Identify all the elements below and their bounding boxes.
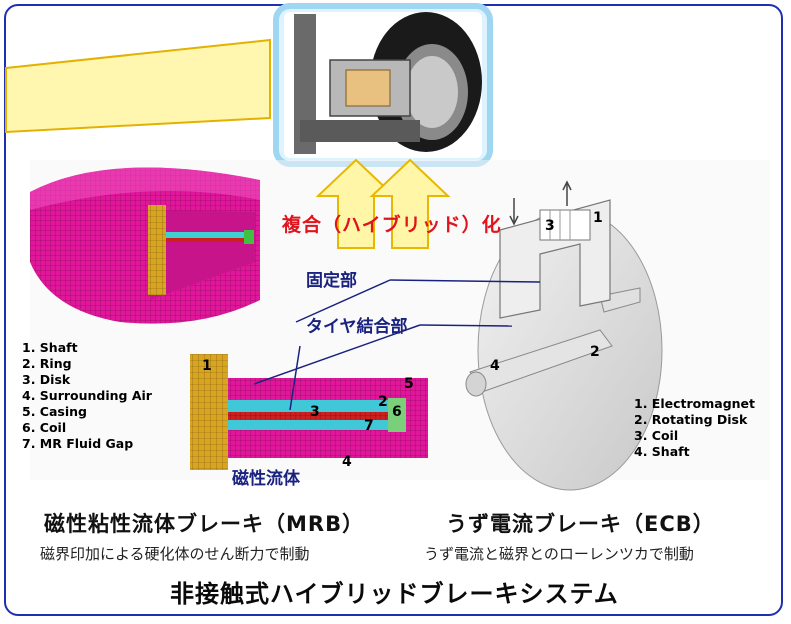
ecb-subtitle: うず電流と磁界とのローレンツカで制動 [424, 545, 694, 563]
ecb-legend-item: 2. Rotating Disk [634, 412, 748, 427]
mrb-number-4: 4 [342, 454, 352, 470]
ecb-model [465, 180, 663, 491]
mrb-number-2: 2 [378, 394, 388, 410]
ecb-title: うず電流ブレーキ（ECB） [446, 512, 715, 536]
ecb-legend-item: 1. Electromagnet [634, 396, 755, 411]
ecb-number-2: 2 [590, 344, 600, 360]
mrb-subtitle: 磁界印加による硬化体のせん断力で制動 [40, 545, 310, 563]
mrb-3d-model [30, 167, 260, 324]
mrb-legend-item: 3. Disk [22, 372, 71, 387]
mrb-number-7: 7 [364, 418, 374, 434]
hybrid-label: 複合（ハイブリッド）化 [282, 214, 502, 236]
mrb-number-3: 3 [310, 404, 320, 420]
mrb-cross-section [190, 354, 428, 470]
mrb-legend-item: 6. Coil [22, 420, 67, 435]
mrb-number-1: 1 [202, 358, 212, 374]
ecb-legend: 1. Electromagnet 2. Rotating Disk 3. Coi… [634, 396, 755, 460]
fluid-label: 磁性流体 [232, 469, 300, 489]
callout-fixed-part: 固定部 [306, 271, 357, 291]
mrb-legend-item: 2. Ring [22, 356, 72, 371]
mrb-legend-item: 4. Surrounding Air [22, 388, 152, 403]
mrb-number-5: 5 [404, 376, 414, 392]
mrb-title: 磁性粘性流体ブレーキ（MRB） [44, 512, 365, 536]
ecb-legend-item: 3. Coil [634, 428, 679, 443]
mrb-legend-item: 7. MR Fluid Gap [22, 436, 134, 451]
zoom-beam [5, 38, 271, 134]
mrb-legend-item: 1. Shaft [22, 340, 78, 355]
mrb-number-6: 6 [392, 404, 402, 420]
ecb-number-4: 4 [490, 358, 500, 374]
ecb-number-1: 1 [593, 210, 603, 226]
wheel-photo [273, 3, 493, 167]
hybrid-arrows [315, 158, 451, 249]
mrb-legend-item: 5. Casing [22, 404, 87, 419]
ecb-number-3: 3 [545, 218, 555, 234]
ecb-legend-item: 4. Shaft [634, 444, 690, 459]
mrb-legend: 1. Shaft 2. Ring 3. Disk 4. Surrounding … [22, 340, 152, 452]
callout-tire-coupling: タイヤ結合部 [306, 317, 408, 337]
main-title: 非接触式ハイブリッドブレーキシステム [170, 580, 619, 608]
